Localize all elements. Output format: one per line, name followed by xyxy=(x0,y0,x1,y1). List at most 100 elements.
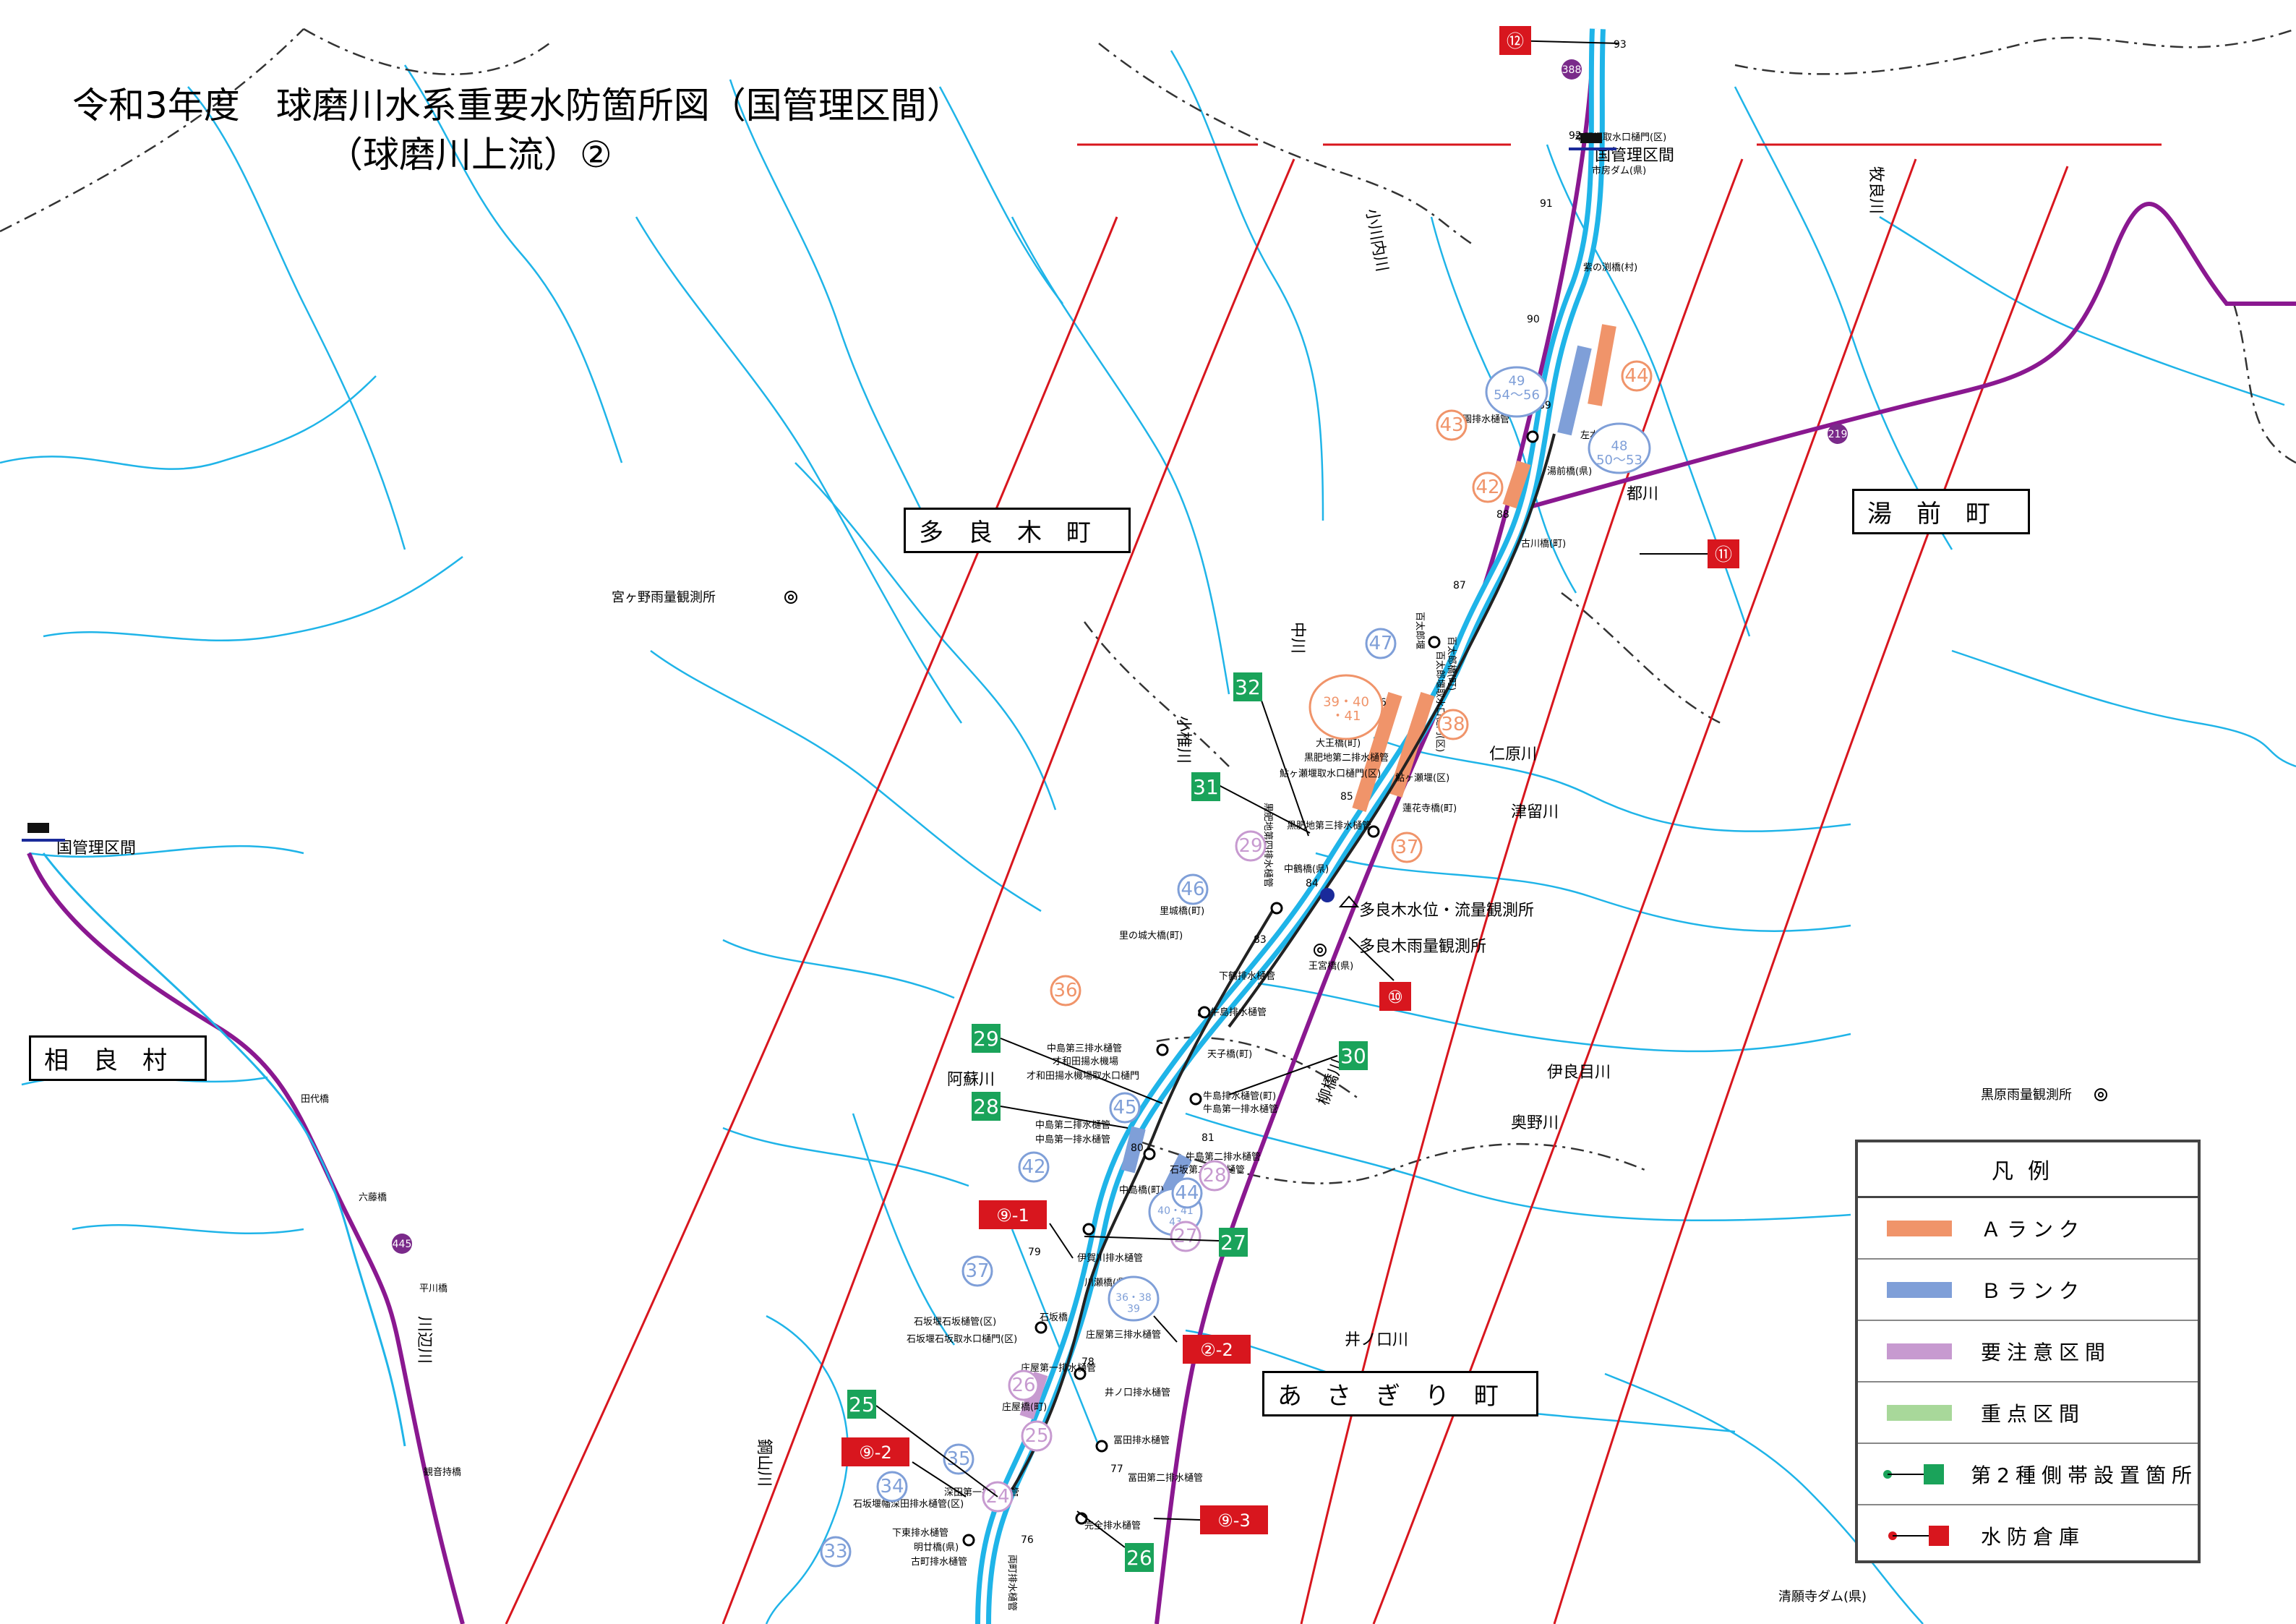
legend-label-side-zone: 第2種側帯設置箇所 xyxy=(1971,1463,2198,1487)
map-label-53: 平川橋 xyxy=(419,1283,447,1294)
storehouse-legend-icon xyxy=(1888,1525,1949,1546)
river-kawabe: 川辺川 xyxy=(415,1316,433,1364)
map-label-19: 里の城大橋(町) xyxy=(1119,931,1183,941)
map-label-2: 紫の渕橋(村) xyxy=(1583,262,1637,273)
legend-row-priority: 重点区間 xyxy=(1858,1382,2198,1444)
legend-row-side-zone: 第2種側帯設置箇所 xyxy=(1858,1444,2198,1505)
map-label-24: 才和田揚水機場 xyxy=(1053,1056,1118,1067)
administrative-boundaries xyxy=(0,27,2296,1184)
river-ogawauchi: 小川内川 xyxy=(1362,208,1391,273)
kp-marker-labels: 93 92 91 90 89 88 87 86 85 84 83 82 81 8… xyxy=(1021,39,1627,1546)
map-label-28: 牛島第一排水樋管 xyxy=(1203,1103,1278,1115)
kp-78: 78 xyxy=(1081,1356,1095,1368)
side-zone-32: 32 xyxy=(1235,675,1261,699)
side-zone-29: 29 xyxy=(973,1027,999,1051)
map-label-46: 下東排水樋管 xyxy=(892,1527,948,1539)
c-label-29: 29 xyxy=(1238,835,1262,857)
storehouse-9-3: ⑨-3 xyxy=(1217,1510,1250,1531)
a-label-44: 44 xyxy=(1624,365,1648,387)
map-label-27: 牛島排水樋管(町) xyxy=(1203,1090,1276,1102)
map-label-3: 宮園排水樋管 xyxy=(1453,414,1509,425)
map-label-45: 石坂堰幡深田排水樋管(区) xyxy=(853,1498,964,1510)
storehouse-10: ⑩ xyxy=(1387,987,1403,1007)
side-zone-30: 30 xyxy=(1340,1044,1366,1068)
kuma-river xyxy=(975,28,1606,1624)
storehouse-2-2: ②-2 xyxy=(1200,1340,1233,1360)
map-label-54: 観音持橋 xyxy=(424,1466,461,1478)
kp-84: 84 xyxy=(1306,878,1319,889)
c-label-26: 26 xyxy=(1011,1375,1035,1396)
river-iramegawa: 伊良目川 xyxy=(1547,1064,1611,1082)
station-kurohara: 黒原雨量観測所 xyxy=(1981,1087,2072,1103)
a-label-38: 38 xyxy=(1441,714,1465,735)
kp-91: 91 xyxy=(1540,198,1553,210)
map-label-33: 伊賀川排水樋管 xyxy=(1077,1252,1143,1264)
map-label-10: 大王橋(町) xyxy=(1316,738,1361,749)
b-label-33: 33 xyxy=(823,1541,847,1563)
b-label-45: 45 xyxy=(1113,1097,1136,1119)
c-label-25: 25 xyxy=(1024,1425,1048,1447)
route-badges: 388 219 445 xyxy=(392,59,1848,1254)
b-label-37: 37 xyxy=(965,1260,989,1282)
kp-76: 76 xyxy=(1021,1534,1034,1546)
storehouse-12: ⑫ xyxy=(1507,31,1524,51)
map-label-35: 石坂堰石坂樋管(区) xyxy=(914,1316,996,1328)
kp-87: 87 xyxy=(1453,580,1466,591)
legend-label-caution: 要注意区間 xyxy=(1981,1340,2112,1364)
legend-row-storehouse: 水防倉庫 xyxy=(1858,1505,2198,1565)
facility-labels: 幸野堰取水口樋門(区) 市房ダム(県) 紫の渕橋(村) 宮園排水樋管 左本橋(県… xyxy=(301,132,1666,1611)
boundary-gate-symbols xyxy=(22,133,1616,842)
map-label-23: 中島第三排水樋管 xyxy=(1047,1043,1122,1054)
legend-row-b-rank: Ｂランク xyxy=(1858,1260,2198,1321)
route-445-badge: 445 xyxy=(393,1239,412,1250)
route-388-badge: 388 xyxy=(1562,64,1582,76)
kp-85: 85 xyxy=(1340,791,1353,803)
map-label-37: 石坂橋 xyxy=(1040,1312,1068,1323)
kp-93: 93 xyxy=(1614,39,1627,51)
map-label-29: 中島第二排水樋管 xyxy=(1035,1119,1110,1131)
map-label-39: 庄屋第一排水樋管 xyxy=(1021,1362,1096,1374)
map-legend: 凡例 Ａランク Ｂランク 要注意区間 重点区間 第2種側帯設置箇所 水防倉庫 xyxy=(1855,1140,2201,1563)
a-label-37: 37 xyxy=(1395,837,1418,858)
station-symbols xyxy=(784,591,2107,1101)
a-rank-labels: 44 43 42 39・40・41 38 37 36 xyxy=(1050,360,1653,1007)
c-label-28: 28 xyxy=(1202,1165,1226,1187)
kp-92: 92 xyxy=(1569,130,1582,142)
river-miyakogawa: 都川 xyxy=(1627,485,1658,503)
map-label-15: 黒肥地第四排水樋管 xyxy=(1262,803,1274,887)
side-zone-25: 25 xyxy=(849,1393,875,1416)
station-miyagano: 宮ヶ野雨量観測所 xyxy=(612,590,716,605)
route-219-badge: 219 xyxy=(1828,429,1848,440)
map-label-13: 鮎ヶ瀬堰(区) xyxy=(1395,773,1449,784)
kp-77: 77 xyxy=(1110,1463,1123,1475)
legend-title: 凡例 xyxy=(1858,1142,2198,1198)
map-label-30: 中島第一排水樋管 xyxy=(1035,1134,1110,1145)
station-taragi-level: 多良木水位・流量観測所 xyxy=(1359,902,1534,920)
b-label-35: 35 xyxy=(946,1448,970,1470)
levee-lines xyxy=(1011,433,1556,1491)
town-label-asagiri: あさぎり町 xyxy=(1262,1371,1538,1416)
map-label-7: 百太郎堰 xyxy=(1414,612,1425,649)
river-aso: 阿蘇川 xyxy=(947,1071,995,1089)
a-label-42: 42 xyxy=(1475,476,1499,498)
a-label-36: 36 xyxy=(1053,980,1077,1001)
river-momoyama: 鋼山川 xyxy=(755,1439,773,1487)
storehouse-9-2: ⑨-2 xyxy=(859,1443,891,1463)
legend-label-priority: 重点区間 xyxy=(1981,1401,2086,1426)
legend-row-a-rank: Ａランク xyxy=(1858,1198,2198,1260)
b-label-34: 34 xyxy=(880,1476,904,1497)
b-label-44: 44 xyxy=(1175,1182,1199,1204)
map-label-11: 黒肥地第二排水樋管 xyxy=(1304,752,1389,764)
map-label-16: 蓮花寺橋(町) xyxy=(1402,803,1457,814)
storehouse-11: ⑪ xyxy=(1715,544,1732,565)
side-zone-27: 27 xyxy=(1220,1231,1246,1255)
a-label-39-41: 39・40・41 xyxy=(1323,694,1369,724)
map-label-17: 中鶴橋(県) xyxy=(1284,863,1329,875)
a-rank-segments xyxy=(1352,324,1616,812)
map-label-12: 鮎ヶ瀬堰取水口樋門(区) xyxy=(1280,768,1381,779)
map-label-6: 古川橋(町) xyxy=(1521,539,1566,550)
river-inokawa: 井ノ口川 xyxy=(1345,1331,1408,1349)
station-taragi-rain: 多良木雨量観測所 xyxy=(1359,938,1486,956)
